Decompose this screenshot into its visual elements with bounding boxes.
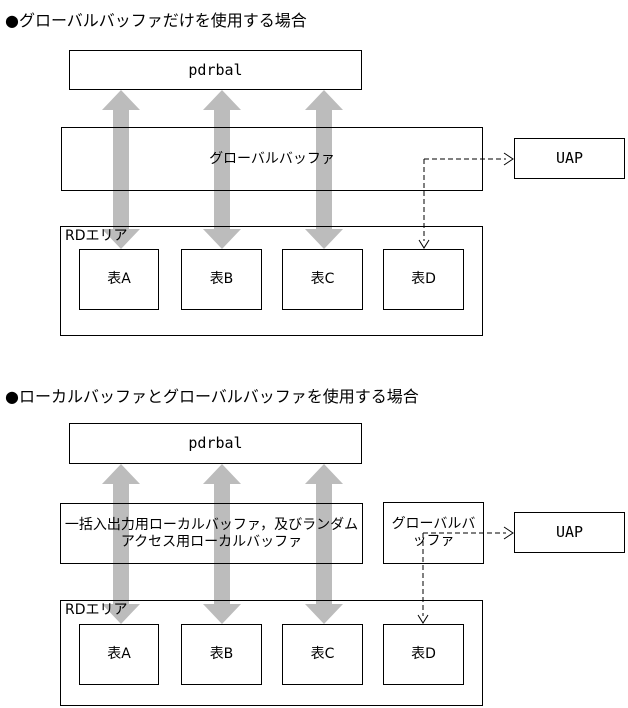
section-title-local-and-global-buffer: ●ローカルバッファとグローバルバッファを使用する場合 [5,387,419,406]
table-d-label: 表D [411,271,436,287]
uap-label: UAP [555,149,584,167]
table-c-box: 表C [282,624,363,685]
uap-box: UAP [514,138,625,179]
table-b-box: 表B [181,249,262,310]
local-buffer-box: 一括入出力用ローカルバッファ，及びランダムアクセス用ローカルバッファ [60,503,363,564]
arrow-right-icon [503,526,514,540]
global-buffer-label: グローバルバッファ [391,516,476,549]
pdrbal-label: pdrbal [188,434,243,452]
table-a-box: 表A [79,624,159,685]
data-flow-arrow-icon [102,90,140,249]
uap-box: UAP [514,512,625,553]
global-buffer-label: グローバルバッファ [209,150,335,167]
table-c-label: 表C [310,271,335,287]
table-b-label: 表B [209,646,234,662]
global-buffer-box: グローバルバッファ [61,127,483,191]
pdrbal-box: pdrbal [69,50,362,90]
data-flow-arrow-icon [102,464,140,624]
arrow-down-icon [418,239,430,249]
table-a-label: 表A [107,271,131,287]
data-flow-arrow-icon [305,464,343,624]
rd-area-label: RDエリア [65,228,128,244]
data-flow-arrow-icon [203,464,241,624]
global-buffer-box: グローバルバッファ [383,502,484,564]
table-b-label: 表B [209,271,234,287]
data-flow-arrow-icon [203,90,241,249]
pdrbal-label: pdrbal [188,60,243,79]
arrow-right-icon [503,152,514,166]
table-b-box: 表B [181,624,262,685]
section-title-global-buffer-only: ●グローバルバッファだけを使用する場合 [5,11,307,30]
table-d-box: 表D [383,624,464,685]
table-c-box: 表C [282,249,363,310]
rd-area-box: RDエリア [60,226,483,336]
table-d-label: 表D [411,646,436,662]
rd-area-box: RDエリア [60,600,483,706]
local-buffer-label: 一括入出力用ローカルバッファ，及びランダムアクセス用ローカルバッファ [64,516,359,550]
table-d-box: 表D [383,249,464,310]
table-c-label: 表C [310,646,335,662]
table-a-box: 表A [79,249,159,310]
uap-label: UAP [555,523,584,541]
arrow-down-icon [417,614,429,624]
pdrbal-box: pdrbal [69,423,362,464]
table-a-label: 表A [107,646,131,662]
data-flow-arrow-icon [305,90,343,249]
rd-area-label: RDエリア [65,602,128,618]
